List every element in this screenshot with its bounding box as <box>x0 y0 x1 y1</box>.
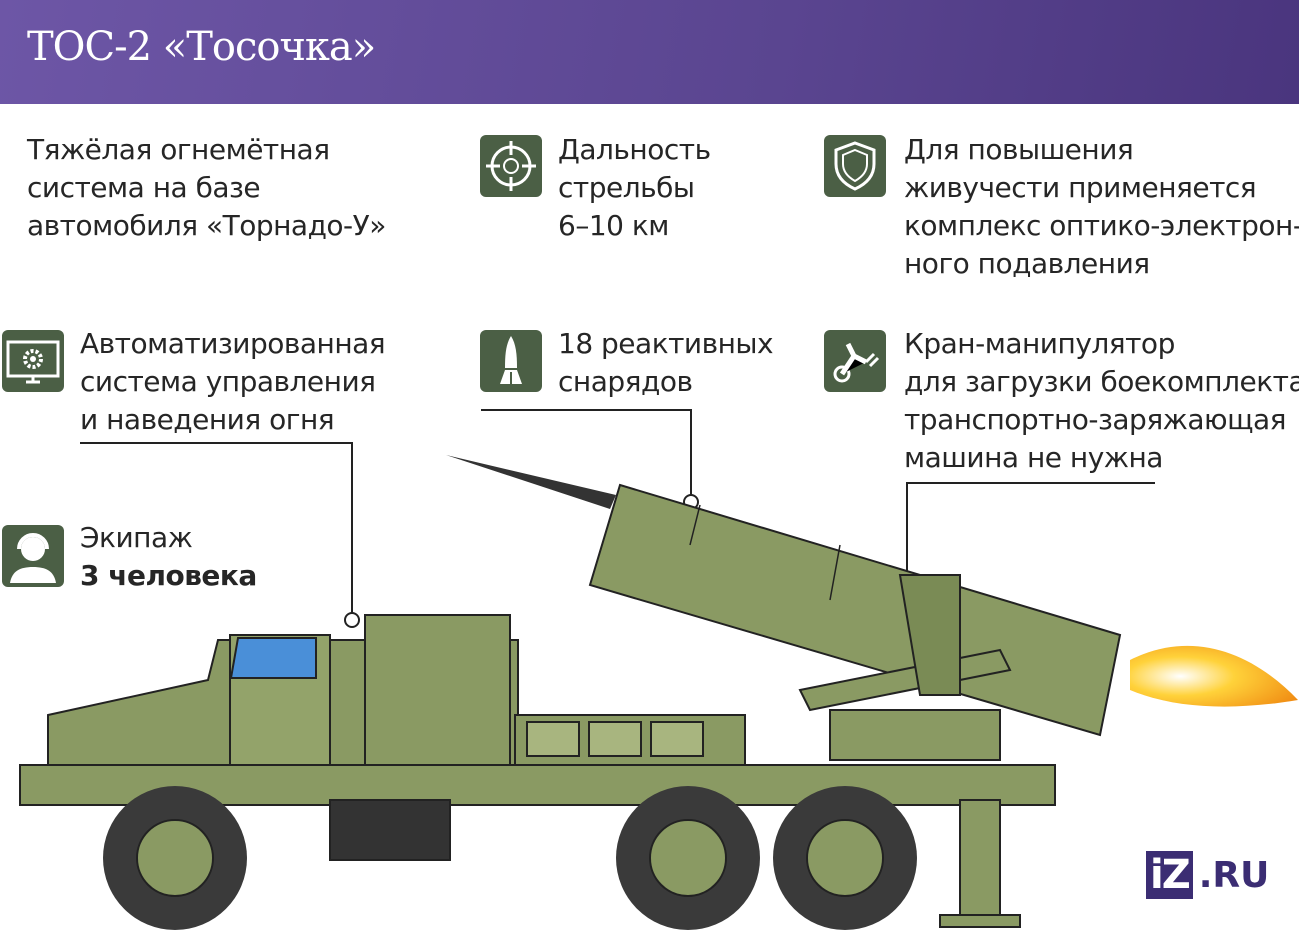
header-banner: ТОС-2 «Тосочка» <box>0 0 1299 104</box>
rockets-description: 18 реактивных снарядов <box>558 325 774 401</box>
crosshair-icon <box>480 135 542 197</box>
page-title: ТОС-2 «Тосочка» <box>27 24 376 70</box>
text-line: 6–10 км <box>558 209 669 242</box>
text-line: 18 реактивных <box>558 327 774 360</box>
text-line: Тяжёлая огнемётная <box>27 133 330 166</box>
logo-box: iZ <box>1146 851 1193 899</box>
protection-description: Для повышения живучести применяется комп… <box>904 131 1299 283</box>
text-line: комплекс оптико-электрон- <box>904 209 1299 242</box>
rocket-icon <box>480 330 542 392</box>
truck-body <box>19 614 1056 928</box>
rocket-projectile <box>446 455 616 509</box>
launcher-pack <box>588 483 1122 737</box>
text-line: Для повышения <box>904 133 1134 166</box>
text-line: ного подавления <box>904 247 1150 280</box>
text-line: Автоматизированная <box>80 327 386 360</box>
crew-value: 3 человека <box>80 559 257 592</box>
text-line: автомобиля «Торнадо-У» <box>27 209 386 242</box>
crane-description: Кран-манипулятор для загрузки боекомплек… <box>904 325 1299 477</box>
crew-label: Экипаж <box>80 521 193 554</box>
base-description: Тяжёлая огнемётная система на базе автом… <box>27 131 386 245</box>
monitor-gear-icon <box>2 330 64 392</box>
text-line: живучести применяется <box>904 171 1257 204</box>
text-line: Дальность <box>558 133 711 166</box>
iz-ru-logo: iZ .RU <box>1146 851 1269 899</box>
text-line: система на базе <box>27 171 261 204</box>
logo-suffix: .RU <box>1198 854 1270 896</box>
text-line: и наведения огня <box>80 403 335 436</box>
text-line: для загрузки боекомплекта, <box>904 365 1299 398</box>
text-line: снарядов <box>558 365 693 398</box>
exhaust-flame <box>1130 645 1298 707</box>
crew-description: Экипаж 3 человека <box>80 519 257 595</box>
text-line: стрельбы <box>558 171 695 204</box>
crane-arm-icon <box>824 330 886 392</box>
text-line: машина не нужна <box>904 441 1163 474</box>
shield-icon <box>824 135 886 197</box>
text-line: Кран-манипулятор <box>904 327 1175 360</box>
wheels <box>103 786 917 930</box>
text-line: система управления <box>80 365 376 398</box>
crew-helmet-icon <box>2 525 64 587</box>
callout-lines <box>80 409 1155 620</box>
fire-control-description: Автоматизированная система управления и … <box>80 325 386 439</box>
range-description: Дальность стрельбы 6–10 км <box>558 131 711 245</box>
text-line: транспортно-заряжающая <box>904 403 1286 436</box>
